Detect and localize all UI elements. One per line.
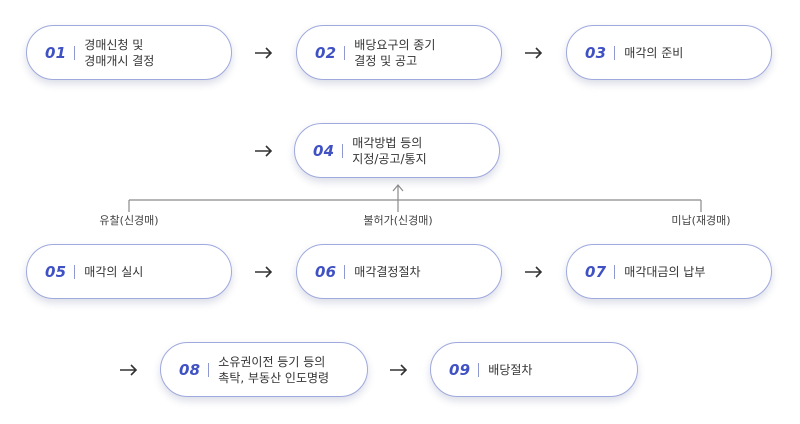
step-divider: [344, 45, 346, 60]
step-09: 09 배당절차: [430, 342, 638, 397]
step-label-line: 지정/공고/통지: [352, 151, 427, 166]
right-arrow-icon: [390, 364, 408, 376]
right-arrow-icon: [255, 266, 273, 278]
step-number: 02: [315, 43, 337, 62]
branch-label-unpaid: 미납(재경매): [668, 212, 734, 228]
step-label-line: 매각대금의 납부: [624, 264, 706, 279]
step-divider: [614, 264, 616, 279]
step-number: 07: [585, 262, 607, 281]
step-02: 02 배당요구의 종기 결정 및 공고: [296, 25, 502, 80]
step-label-line: 매각결정절차: [354, 264, 421, 279]
step-number: 08: [179, 360, 201, 379]
step-label-line: 소유권이전 등기 등의: [218, 354, 326, 369]
step-number: 05: [45, 262, 67, 281]
right-arrow-icon: [525, 266, 543, 278]
step-04: 04 매각방법 등의 지정/공고/통지: [294, 123, 500, 178]
step-label: 배당요구의 종기 결정 및 공고: [354, 37, 435, 69]
step-label: 매각대금의 납부: [624, 264, 705, 280]
branch-label-disallowed: 불허가(신경매): [360, 212, 436, 228]
step-label: 매각의 준비: [624, 45, 683, 61]
step-label: 매각의 실시: [84, 264, 143, 280]
right-arrow-icon: [525, 47, 543, 59]
step-divider: [344, 264, 346, 279]
step-label: 매각방법 등의 지정/공고/통지: [352, 135, 426, 167]
right-arrow-icon: [255, 47, 273, 59]
step-divider: [74, 45, 76, 60]
step-label: 경매신청 및 경매개시 결정: [84, 37, 154, 69]
step-label-line: 매각방법 등의: [352, 135, 423, 150]
step-01: 01 경매신청 및 경매개시 결정: [26, 25, 232, 80]
step-number: 03: [585, 43, 607, 62]
step-label-line: 결정 및 공고: [354, 53, 418, 68]
step-08: 08 소유권이전 등기 등의 촉탁, 부동산 인도명령: [160, 342, 368, 397]
branch-label-failed-bid: 유찰(신경매): [96, 212, 162, 228]
step-divider: [74, 264, 76, 279]
step-label-line: 경매신청 및: [84, 37, 144, 52]
step-label-line: 매각의 실시: [84, 264, 144, 279]
right-arrow-icon: [255, 145, 273, 157]
step-divider: [614, 45, 616, 60]
step-label-line: 배당절차: [488, 362, 533, 377]
step-number: 06: [315, 262, 337, 281]
right-arrow-icon: [120, 364, 138, 376]
connector-up-arrowhead: [392, 184, 404, 192]
step-label-line: 배당요구의 종기: [354, 37, 436, 52]
step-label-line: 매각의 준비: [624, 45, 684, 60]
step-label: 소유권이전 등기 등의 촉탁, 부동산 인도명령: [218, 354, 329, 386]
step-07: 07 매각대금의 납부: [566, 244, 772, 299]
step-label: 매각결정절차: [354, 264, 420, 280]
step-label-line: 경매개시 결정: [84, 53, 155, 68]
step-number: 04: [313, 141, 335, 160]
step-divider: [342, 143, 344, 158]
step-03: 03 매각의 준비: [566, 25, 772, 80]
step-divider: [478, 362, 480, 377]
step-divider: [208, 362, 210, 377]
step-number: 09: [449, 360, 471, 379]
step-number: 01: [45, 43, 67, 62]
step-label-line: 촉탁, 부동산 인도명령: [218, 370, 330, 385]
step-label: 배당절차: [488, 362, 532, 378]
step-05: 05 매각의 실시: [26, 244, 232, 299]
step-06: 06 매각결정절차: [296, 244, 502, 299]
